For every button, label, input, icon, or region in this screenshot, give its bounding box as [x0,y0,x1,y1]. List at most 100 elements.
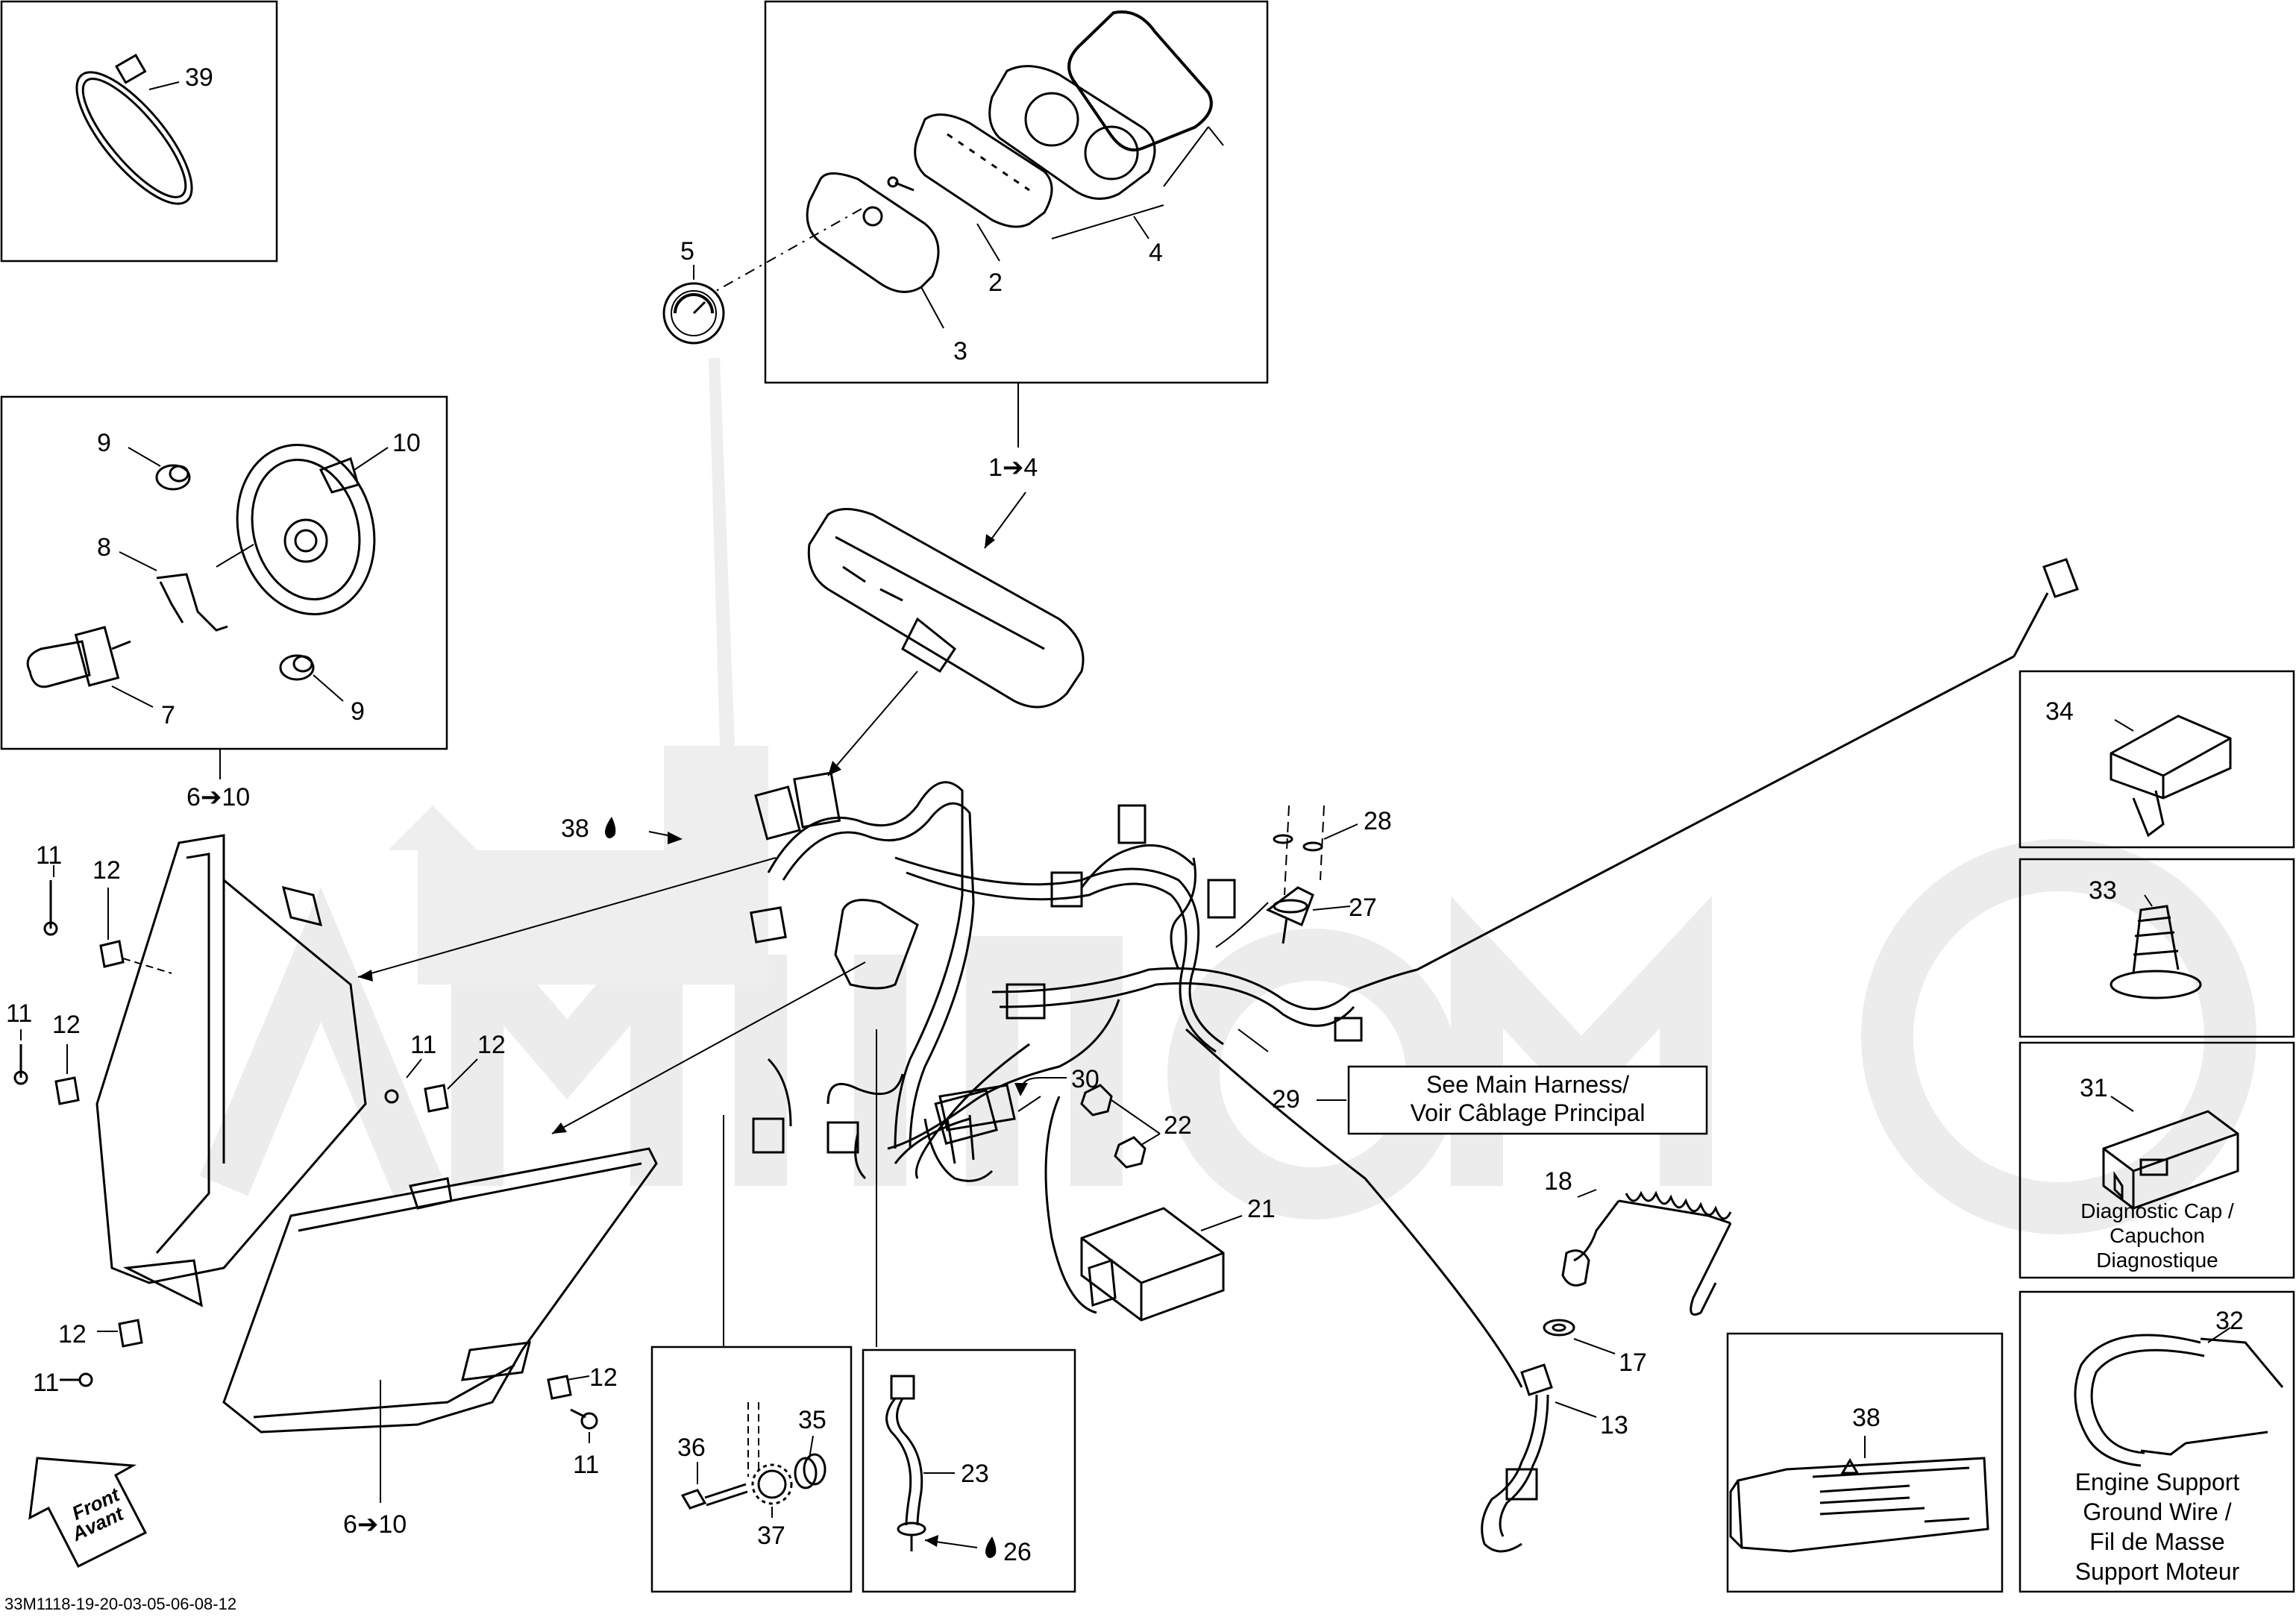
callout-9-top: 9 [97,429,111,457]
front-arrow-icon: Front Avant [28,1457,148,1569]
retaining-spring-icon [156,573,228,632]
callout-12-b: 12 [52,1011,81,1039]
bulb-icon [26,626,131,688]
screw-11e-icon [570,1408,598,1430]
callout-29: 29 [1272,1085,1300,1114]
coil-cord-icon [1561,1190,1732,1316]
callout-12-a: 12 [92,856,121,885]
callout-22: 22 [1164,1111,1192,1140]
callout-30: 30 [1071,1065,1100,1093]
callout-27: 27 [1349,894,1377,922]
washer-17-icon [1543,1319,1575,1337]
nut-22-icon [1080,1084,1147,1169]
drawing-code: 33M1118-19-20-03-05-06-08-12 [4,1595,236,1613]
callout-11-e: 11 [573,1451,599,1479]
push-rivet-33-icon [2110,905,2202,999]
callout-12-c: 12 [477,1031,506,1059]
gasket-icon [1067,10,1213,152]
see-main-harness-note: See Main Harness/ Voir Câblage Principal [1347,1065,1708,1135]
bezel-icon [806,172,940,293]
nut-12c-icon [384,1084,449,1113]
diag-cap-line2: Capuchon [2110,1224,2205,1247]
wiring-harness-icon [767,655,2015,1388]
clip-34-icon [2110,715,2232,838]
screw-11a-icon [43,880,58,936]
callout-31: 31 [2080,1074,2108,1102]
ground-wire-icon [2074,1334,2284,1467]
screw-11b-icon [13,1044,28,1085]
callout-11-c: 11 [410,1031,436,1059]
callout-11-b: 11 [6,999,32,1028]
switch-13-icon [1481,1363,1553,1553]
callout-10: 10 [392,429,421,457]
diag-cap-line1: Diagnostic Cap / [2080,1199,2234,1222]
left-headlight-icon [95,834,367,1307]
diagnostic-cap-icon [2102,1110,2239,1210]
gear-37-icon [751,1463,793,1505]
bolt-36-icon [680,1483,748,1510]
screw-icon [887,176,915,192]
nut-12a-icon [99,940,125,968]
gauge-face-icon [662,282,725,345]
nut-12d-icon [118,1319,143,1348]
callout-11-d: 11 [33,1369,59,1397]
callout-36: 36 [677,1434,706,1462]
callout-39: 39 [185,63,213,92]
nut-12b-icon [54,1076,80,1105]
callout-6-10-bottom: 6➔10 [343,1510,407,1539]
callout-35: 35 [798,1406,827,1434]
relay-module-icon [1080,1207,1225,1322]
ground-line1: Engine Support [2075,1469,2240,1495]
callout-32: 32 [2215,1307,2244,1335]
callout-4: 4 [1149,239,1163,267]
callout-3: 3 [953,337,967,365]
drop-icon [605,817,616,838]
bushing-35-icon [794,1453,827,1489]
gauge-housing-icon [988,65,1156,200]
box-34: 34 [2019,670,2295,849]
box-39: 39 [0,0,278,263]
callout-18: 18 [1544,1167,1572,1196]
callout-33: 33 [2089,876,2117,905]
callout-1-4: 1➔4 [988,453,1038,482]
o-ring-28-icon [1273,834,1323,852]
watermark-spire [388,358,768,985]
callout-8: 8 [97,533,111,562]
callout-38: 38 [1852,1404,1881,1432]
connector-30-icon [938,1084,1016,1164]
box-gauge-parts: 2 3 4 [715,0,1269,448]
ground-line3: Fil de Masse [2089,1528,2224,1555]
lens-icon [914,113,1053,228]
callout-37: 37 [757,1522,785,1550]
ground-line4: Support Moteur [2075,1558,2240,1585]
callout-17: 17 [1619,1348,1647,1377]
callout-28: 28 [1364,807,1392,835]
callout-13: 13 [1600,1411,1628,1439]
callout-23: 23 [961,1460,989,1488]
callout-12-d: 12 [58,1320,87,1348]
socket-27-icon [1266,886,1314,944]
diag-cap-line3: Diagnostique [2096,1249,2218,1272]
box-32: 32 Engine Support Ground Wire / Fil de M… [2019,1290,2295,1593]
callout-6-10-top: 6➔10 [186,783,250,811]
drop-icon-26 [985,1536,997,1558]
nut-12e-icon [547,1375,572,1400]
box-33: 33 [2019,858,2295,1038]
callout-5: 5 [680,237,694,266]
callout-11-a: 11 [36,841,62,870]
grommet-icon [155,464,315,681]
see-main-line2: Voir Câblage Principal [1411,1099,1646,1126]
callout-12-e: 12 [589,1363,618,1392]
gauge-cluster-icon [807,508,1085,709]
callout-38-drop: 38 [561,814,589,843]
callout-7: 7 [161,701,175,729]
callout-21: 21 [1247,1195,1276,1223]
box-sensor-23: 23 26 [862,1348,1076,1593]
callout-9-bottom: 9 [351,697,365,726]
reflector-housing-icon [236,444,376,615]
callout-34: 34 [2045,697,2074,726]
grease-tube-icon [1729,1457,1989,1553]
see-main-line1: See Main Harness/ [1426,1071,1629,1098]
box-38: 38 [1726,1332,2004,1593]
